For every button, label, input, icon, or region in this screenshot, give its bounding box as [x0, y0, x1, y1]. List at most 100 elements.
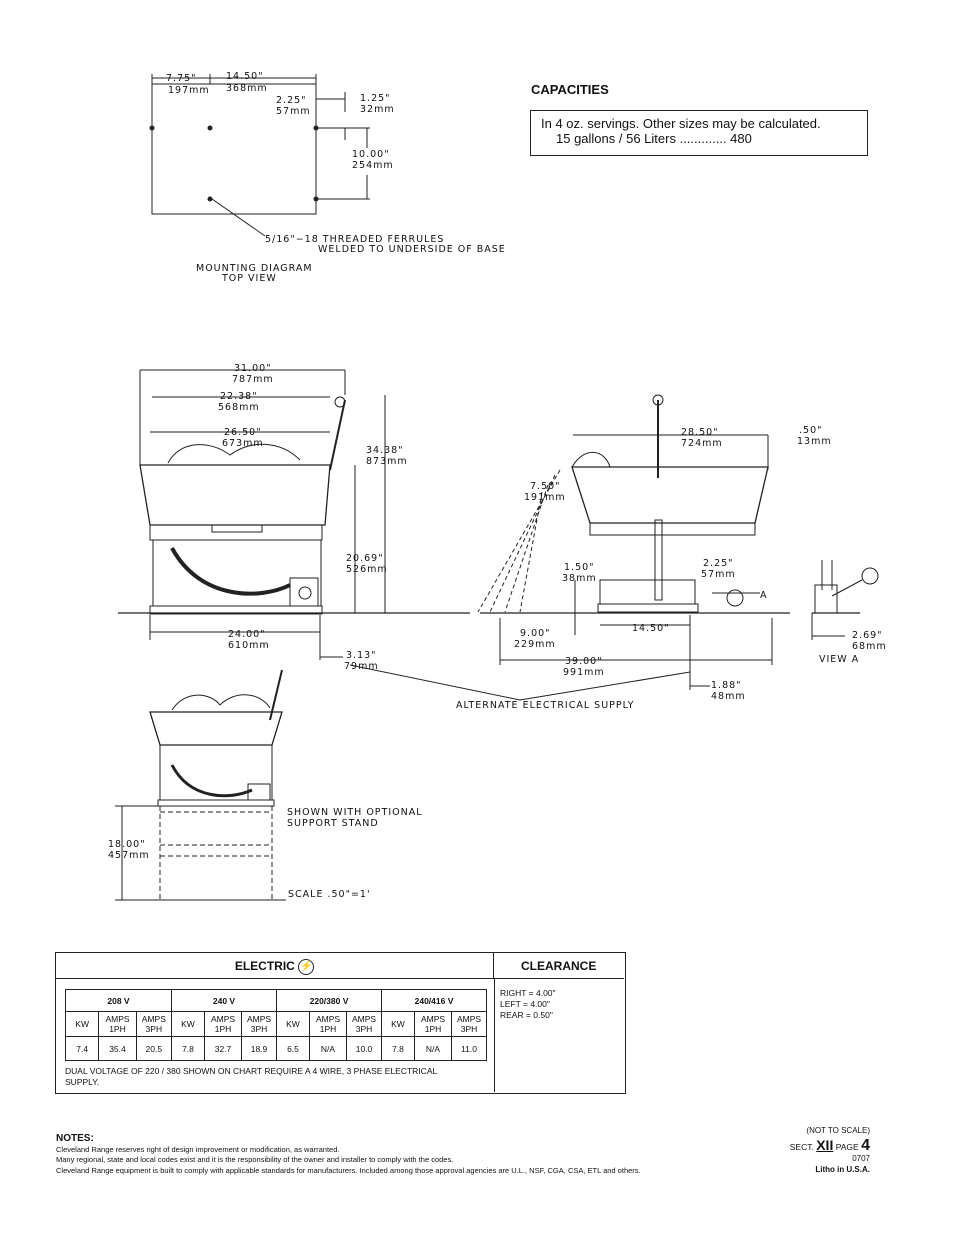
front-dim-787: 787mm — [232, 374, 274, 385]
electric-note: DUAL VOLTAGE OF 220 / 380 SHOWN ON CHART… — [65, 1066, 485, 1088]
side-dim-2850: 28.50" — [681, 427, 719, 438]
capacities-line-1: In 4 oz. servings. Other sizes may be ca… — [541, 116, 821, 131]
side-dim-229: 229mm — [514, 639, 556, 650]
amps-3ph-value: 11.0 — [451, 1036, 487, 1061]
mount-dim-225: 2.25" — [276, 95, 307, 106]
side-dim-188: 1.88" — [711, 680, 742, 691]
notes-line-3: Cleveland Range equipment is built to co… — [56, 1165, 641, 1175]
front-dim-2650: 26.50" — [224, 427, 262, 438]
viewa-dim-269: 2.69" — [852, 630, 883, 641]
electric-note-line-2: SUPPLY. — [65, 1077, 100, 1087]
side-dim-57: 57mm — [701, 569, 736, 580]
voltage-header: 220/380 V — [276, 989, 382, 1012]
mount-dim-254: 254mm — [352, 160, 394, 171]
capacities-box: In 4 oz. servings. Other sizes may be ca… — [530, 110, 868, 156]
mount-dim-368: 368mm — [226, 83, 268, 94]
stand-caption-1: SHOWN WITH OPTIONAL — [287, 807, 423, 818]
viewa-dim-68: 68mm — [852, 641, 887, 652]
page-footer: (NOT TO SCALE) SECT. XII PAGE 4 0707 Lit… — [760, 1125, 870, 1175]
kw-value: 7.8 — [381, 1036, 415, 1061]
page-number: 4 — [861, 1137, 870, 1154]
section-page: SECT. XII PAGE 4 — [760, 1137, 870, 1154]
kw-value: 7.4 — [64, 1036, 100, 1061]
electric-header: ELECTRIC ⚡ — [56, 953, 494, 979]
stand-dim-1800: 18.00" — [108, 839, 146, 850]
mount-dim-1000: 10.00" — [352, 149, 390, 160]
notes-line-1: Cleveland Range reserves right of design… — [56, 1144, 340, 1154]
mount-dim-32: 32mm — [360, 104, 395, 115]
front-dim-568: 568mm — [218, 402, 260, 413]
clearance-title: CLEARANCE — [494, 953, 624, 979]
clearance-rear: REAR = 0.50" — [500, 1010, 553, 1020]
capacities-line-2: 15 gallons / 56 Liters ............. 480 — [556, 131, 752, 146]
amps-1ph-value: 35.4 — [98, 1036, 137, 1061]
front-dim-526: 526mm — [346, 564, 388, 575]
amps-3ph-value: 10.0 — [346, 1036, 382, 1061]
notes-title: NOTES — [56, 1133, 91, 1144]
front-dim-313: 3.13" — [346, 650, 377, 661]
mount-dim-57: 57mm — [276, 106, 311, 117]
table-divider — [494, 979, 495, 1092]
front-dim-79: 79mm — [344, 661, 379, 672]
side-dim-991: 991mm — [563, 667, 605, 678]
viewa-caption: VIEW A — [819, 654, 860, 665]
side-dim-900: 9.00" — [520, 628, 551, 639]
voltage-header: 208 V — [65, 989, 172, 1012]
side-dim-225: 2.25" — [703, 558, 734, 569]
amps-1ph-value: N/A — [414, 1036, 452, 1061]
sect-number: XII — [816, 1137, 834, 1153]
front-dim-610: 610mm — [228, 640, 270, 651]
electric-clearance-table: ELECTRIC ⚡ CLEARANCE RIGHT = 4.00" LEFT … — [55, 952, 626, 1094]
clearance-left: LEFT = 4.00" — [500, 999, 550, 1009]
side-dim-3900: 39.00" — [565, 656, 603, 667]
mount-dim-775: 7.75" — [166, 73, 197, 84]
side-label-a: A — [760, 590, 768, 601]
mounting-caption-1: MOUNTING DIAGRAM — [196, 263, 313, 274]
electric-title: ELECTRIC — [234, 959, 295, 973]
doc-code: 0707 — [852, 1154, 870, 1163]
front-dim-2400: 24.00" — [228, 629, 266, 640]
ferrule-note-1: 5/16"−18 THREADED FERRULES — [265, 234, 445, 245]
kw-value: 7.8 — [171, 1036, 205, 1061]
front-dim-3100: 31.00" — [234, 363, 272, 374]
voltage-header: 240 V — [171, 989, 277, 1012]
lightning-icon: ⚡ — [298, 958, 315, 975]
clearance-right: RIGHT = 4.00" — [500, 988, 556, 998]
side-dim-050: .50" — [799, 425, 823, 436]
electric-note-line-1: DUAL VOLTAGE OF 220 / 380 SHOWN ON CHART… — [65, 1066, 438, 1076]
amps-1ph-value: N/A — [309, 1036, 347, 1061]
clearance-values: RIGHT = 4.00" LEFT = 4.00" REAR = 0.50" — [494, 979, 624, 1092]
mounting-caption-2: TOP VIEW — [222, 273, 277, 284]
side-dim-150: 1.50" — [564, 562, 595, 573]
mount-dim-125: 1.25" — [360, 93, 391, 104]
amps-1ph-value: 32.7 — [204, 1036, 242, 1061]
stand-dim-457: 457mm — [108, 850, 150, 861]
alt-supply-caption: ALTERNATE ELECTRICAL SUPPLY — [456, 700, 635, 711]
side-dim-38: 38mm — [562, 573, 597, 584]
kw-header: KW — [381, 1011, 415, 1037]
voltage-header: 240/416 V — [381, 989, 487, 1012]
notes-line-2: Many regional, state and local codes exi… — [56, 1155, 454, 1164]
side-dim-750: 7.50" — [530, 481, 561, 492]
mount-dim-1450: 14.50" — [226, 71, 264, 82]
front-dim-673: 673mm — [222, 438, 264, 449]
side-dim-1450: 14.50" — [632, 623, 670, 634]
ferrule-note-2: WELDED TO UNDERSIDE OF BASE — [318, 244, 506, 255]
side-dim-191: 191mm — [524, 492, 566, 503]
front-dim-3438: 34.38" — [366, 445, 404, 456]
kw-header: KW — [64, 1011, 100, 1037]
side-dim-48: 48mm — [711, 691, 746, 702]
amps-3ph-value: 18.9 — [241, 1036, 277, 1061]
sect-label: SECT. — [789, 1142, 814, 1152]
kw-header: KW — [171, 1011, 205, 1037]
scale-note: SCALE .50"=1' — [288, 889, 371, 900]
